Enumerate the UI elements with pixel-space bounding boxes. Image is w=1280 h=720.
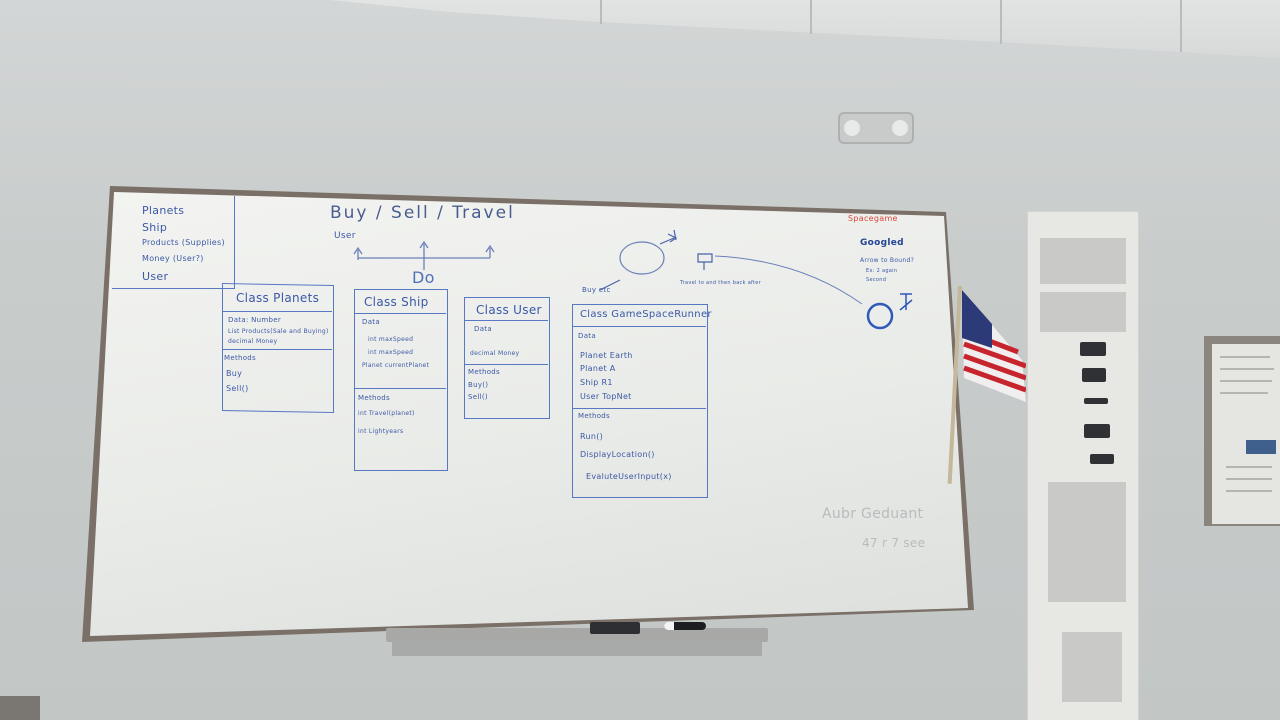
- list-item: Ship: [142, 221, 168, 234]
- class-item: Sell(): [468, 393, 488, 401]
- class-box: [354, 289, 448, 471]
- whiteboard-surface: [90, 192, 968, 636]
- class-item: Buy: [226, 369, 243, 378]
- legend-note: Arrow to Bound?: [860, 257, 915, 264]
- class-title: Class Ship: [364, 295, 429, 309]
- board-heading: Buy / Sell / Travel: [330, 203, 515, 223]
- class-item: Sell(): [226, 384, 249, 393]
- whiteboard-tray-shadow: [392, 642, 762, 656]
- legend-title-blue: Googled: [860, 238, 904, 248]
- goto-label: Buy etc: [582, 286, 611, 294]
- do-label: Do: [412, 268, 435, 287]
- list-item: Products (Supplies): [142, 238, 225, 247]
- class-divider: [572, 326, 706, 327]
- class-item: decimal Money: [470, 350, 520, 357]
- class-item: EvaluteUserInput(x): [586, 472, 672, 481]
- list-item: User: [142, 270, 169, 283]
- eraser-icon: [590, 622, 640, 634]
- class-item: DisplayLocation(): [580, 450, 655, 459]
- notice-text-line: [1226, 490, 1272, 492]
- class-title: Class User: [476, 303, 542, 317]
- ceiling-seam: [1180, 0, 1182, 52]
- list-item: Planets: [142, 204, 185, 217]
- notice-text-line: [1226, 466, 1272, 468]
- class-item: int maxSpeed: [368, 349, 414, 356]
- class-section-header: Methods: [224, 354, 257, 362]
- class-section-header: Data: [474, 325, 492, 333]
- legend-note: Second: [866, 277, 887, 283]
- class-item: decimal Money: [228, 338, 278, 345]
- class-item: Run(): [580, 432, 604, 441]
- class-section-header: Methods: [468, 368, 501, 376]
- notice-text-line: [1220, 368, 1274, 370]
- ceiling-seam: [600, 0, 602, 24]
- notice-image: [1246, 440, 1276, 454]
- marker-cap: [664, 622, 674, 630]
- list-item: Money (User?): [142, 254, 204, 263]
- notice-text-line: [1220, 380, 1272, 382]
- class-title: Class Planets: [236, 291, 320, 305]
- class-item: Planet A: [580, 364, 616, 373]
- us-flag-icon: [962, 290, 1026, 402]
- heading-arrows: [353, 240, 495, 270]
- class-box: [572, 304, 708, 498]
- notice-text-line: [1220, 356, 1270, 358]
- floor-object: [0, 696, 40, 720]
- class-divider: [354, 388, 446, 389]
- class-item: Buy(): [468, 381, 489, 389]
- class-box: [464, 297, 550, 419]
- class-item: int Lightyears: [358, 428, 404, 435]
- class-section-header: Methods: [578, 412, 611, 420]
- class-section-header: Data: Number: [228, 316, 282, 324]
- notice-paper: [1212, 344, 1280, 524]
- class-divider: [464, 320, 548, 321]
- wall-poster: [1028, 212, 1138, 720]
- whiteboard-tray: [386, 628, 768, 642]
- legend-note: Ex: 2 again: [866, 268, 898, 274]
- top-left-box: [112, 196, 235, 289]
- class-section-header: Data: [578, 332, 596, 340]
- faint-note: 47 r 7 see: [862, 536, 926, 550]
- fire-alarm-icon: [838, 112, 914, 144]
- class-item: int Travel(planet): [358, 410, 415, 417]
- class-divider: [222, 349, 332, 350]
- class-divider: [222, 311, 332, 312]
- notice-text-line: [1226, 478, 1272, 480]
- orbit-diagram: [600, 229, 913, 330]
- class-item: User TopNet: [580, 392, 632, 401]
- ceiling-seam: [1000, 0, 1002, 44]
- class-item: List Products(Sale and Buying): [228, 328, 329, 335]
- class-item: Planet currentPlanet: [362, 362, 430, 369]
- class-section-header: Data: [362, 318, 380, 326]
- faint-note: Aubr Geduant: [822, 506, 924, 522]
- marker-icon: [664, 622, 706, 630]
- class-item: Ship R1: [580, 378, 613, 387]
- class-title: Class GameSpaceRunner: [580, 309, 712, 320]
- class-divider: [572, 408, 706, 409]
- class-divider: [354, 313, 446, 314]
- class-item: Planet Earth: [580, 351, 633, 360]
- legend-title-red: Spacegame: [848, 214, 898, 223]
- ceiling-seam: [810, 0, 812, 34]
- arrow-label: Travel to and then back after: [680, 280, 762, 286]
- user-marker: User: [334, 231, 356, 241]
- notice-text-line: [1220, 392, 1268, 394]
- class-section-header: Methods: [358, 394, 391, 402]
- class-item: int maxSpeed: [368, 336, 414, 343]
- class-divider: [464, 364, 548, 365]
